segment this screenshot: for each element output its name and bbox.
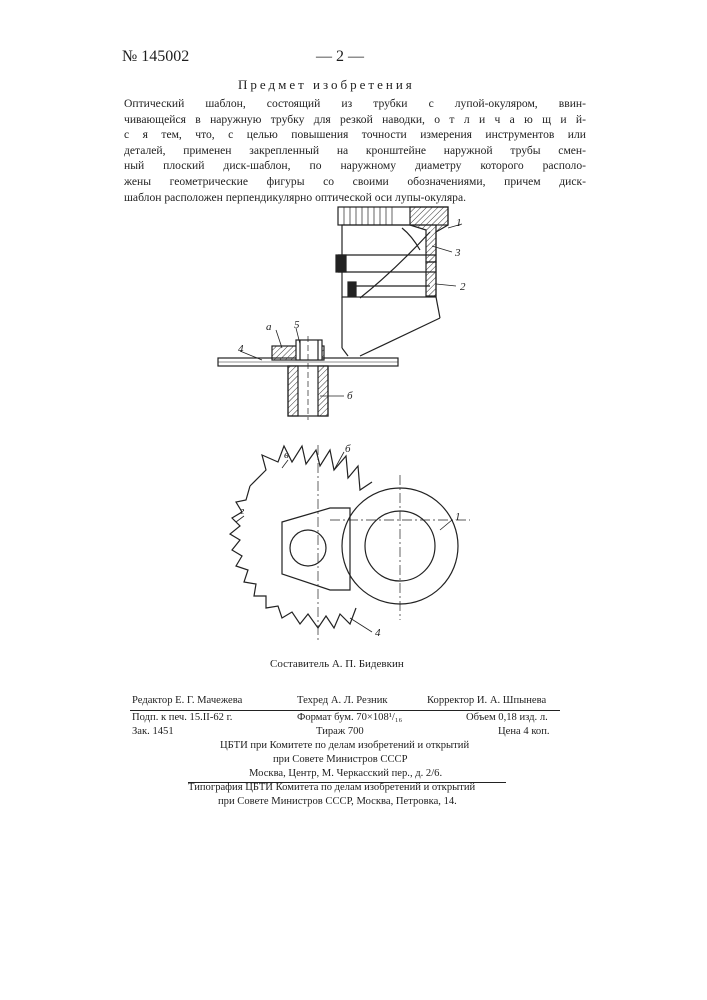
fig1-label-4: 4 (238, 343, 244, 355)
print-run: Тираж 700 (316, 726, 364, 737)
printer-line-2: при Совете Министров СССР, Москва, Петро… (218, 796, 457, 807)
volume: Объем 0,18 изд. л. (466, 712, 548, 723)
fig2-label-v: в (284, 449, 289, 461)
cap-section (410, 207, 448, 262)
techred: Техред А. Л. Резник (297, 695, 388, 706)
corrector: Корректор И. А. Шпынева (427, 695, 546, 706)
publisher-line-1: ЦБТИ при Комитете по делам изобретений и… (220, 740, 469, 751)
fig1-label-1: 1 (456, 217, 462, 229)
bracket-hole (290, 530, 326, 566)
fig1-label-2: 2 (460, 281, 466, 293)
price: Цена 4 коп. (498, 726, 550, 737)
fig2-label-b: б (345, 443, 351, 455)
fig2-label-4: 4 (375, 627, 381, 639)
fig1-label-5: 5 (294, 319, 300, 331)
fig1-label-a: а (266, 321, 272, 333)
fig2-label-g: г (240, 505, 245, 517)
signed-date: Подп. к печ. 15.II-62 г. (132, 712, 232, 723)
figure-1-section (218, 207, 462, 420)
lens-curve (360, 232, 430, 298)
fig1-label-b: б (347, 390, 353, 402)
printer-line-1: Типография ЦБТИ Комитета по делам изобре… (188, 782, 475, 793)
fig2-label-1: 1 (455, 511, 461, 523)
imprint-rule-top (130, 710, 560, 711)
fig1-label-3: 3 (454, 247, 461, 259)
paper-format: Формат бум. 70×108¹/₁₆ (297, 712, 402, 723)
editor: Редактор Е. Г. Мачежева (132, 695, 242, 706)
publisher-line-2: при Совете Министров СССР (273, 754, 408, 765)
figure-2-disc (230, 445, 470, 640)
compiler-line: Составитель А. П. Бидевкин (270, 658, 404, 670)
disc-profile (230, 446, 372, 628)
publisher-line-3: Москва, Центр, М. Черкасский пер., д. 2/… (249, 768, 442, 779)
order-number: Зак. 1451 (132, 726, 174, 737)
